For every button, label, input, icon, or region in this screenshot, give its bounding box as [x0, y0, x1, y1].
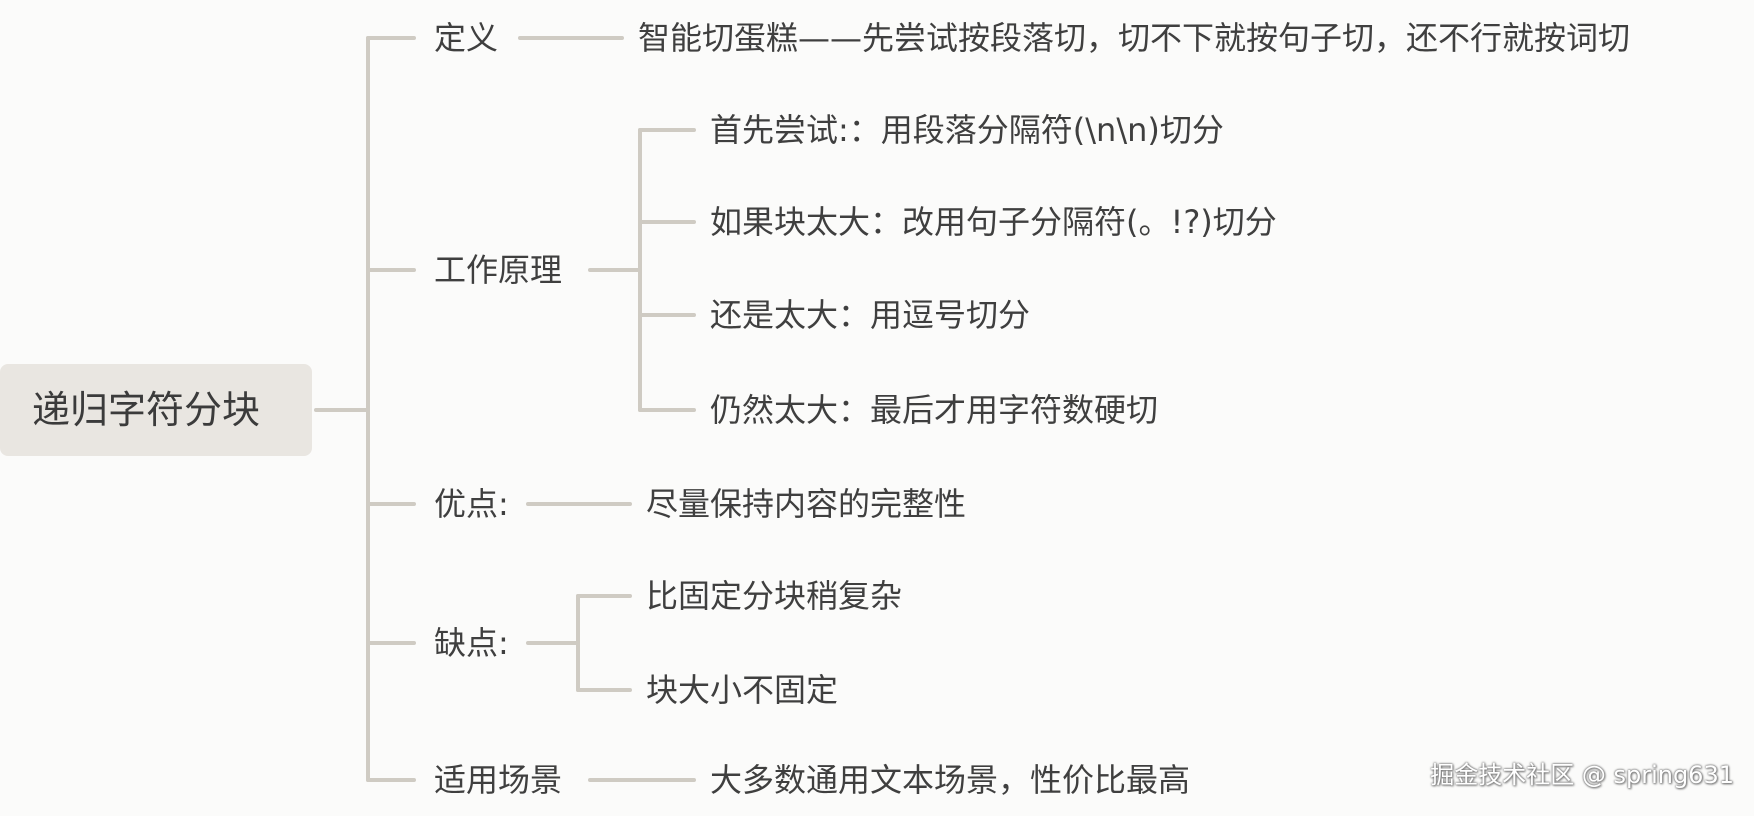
leaf-definition: 智能切蛋糕——先尝试按段落切，切不下就按句子切，还不行就按词切: [638, 19, 1631, 57]
branch-cons: 缺点:: [434, 624, 509, 662]
leaf-pros: 尽量保持内容的完整性: [646, 485, 967, 523]
branch-pros: 优点:: [434, 485, 509, 523]
branch-definition: 定义: [434, 19, 499, 57]
leaf-mechanism-3: 还是太大：用逗号切分: [710, 296, 1031, 334]
branch-scenarios: 适用场景: [434, 761, 563, 799]
root-node: [0, 364, 312, 456]
leaf-cons-2: 块大小不固定: [646, 671, 839, 709]
branch-mechanism: 工作原理: [434, 251, 563, 289]
root-label: 递归字符分块: [32, 388, 261, 432]
leaf-scenarios: 大多数通用文本场景，性价比最高: [710, 761, 1191, 799]
leaf-cons-1: 比固定分块稍复杂: [646, 577, 903, 615]
leaf-mechanism-2: 如果块太大：改用句子分隔符(。!?)切分: [710, 203, 1277, 241]
leaf-mechanism-1: 首先尝试:：用段落分隔符(\n\n)切分: [710, 111, 1224, 149]
watermark: 掘金技术社区 @ spring631: [1430, 761, 1734, 789]
leaf-mechanism-4: 仍然太大：最后才用字符数硬切: [710, 391, 1159, 429]
